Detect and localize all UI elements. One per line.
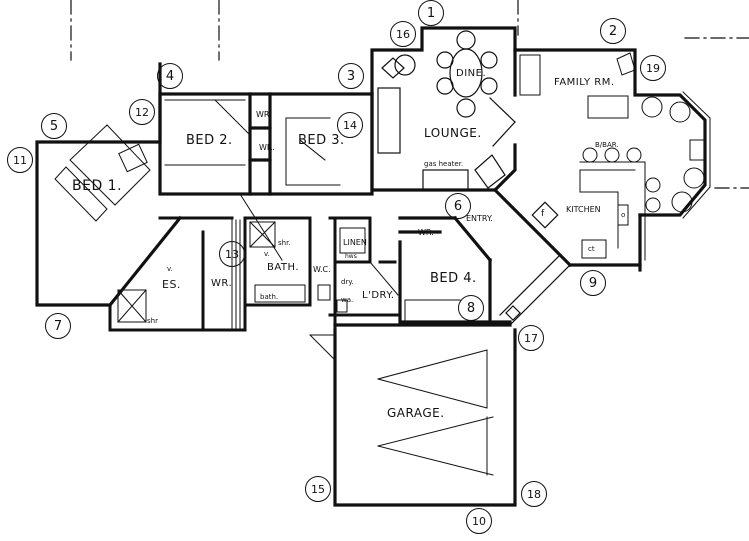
room-label-bath: BATH. (267, 262, 300, 273)
marker-4: 4 (157, 63, 183, 89)
annotation-dryer: dry. (341, 278, 354, 286)
marker-17: 17 (518, 325, 544, 351)
marker-14: 14 (337, 112, 363, 138)
room-label-bed2: BED 2. (186, 133, 233, 148)
marker-15: 15 (305, 476, 331, 502)
room-label-ensuite: ES. (162, 278, 181, 291)
room-label-wr-bed2: WR. (256, 110, 272, 119)
marker-1: 1 (418, 0, 444, 26)
annotation-bath-tub: bath. (260, 293, 279, 301)
room-label-wr-bed3: WR. (259, 143, 275, 152)
marker-2: 2 (600, 18, 626, 44)
marker-13: 13 (219, 241, 245, 267)
room-label-kitchen: KITCHEN (566, 205, 601, 214)
marker-11: 11 (7, 147, 33, 173)
marker-8: 8 (458, 295, 484, 321)
annotation-oven: o (621, 211, 626, 219)
marker-10: 10 (466, 508, 492, 534)
marker-5: 5 (41, 113, 67, 139)
grid-lines (70, 0, 749, 189)
annotation-hws: hws (345, 253, 357, 260)
room-label-bed4: BED 4. (430, 271, 477, 286)
room-label-bed3: BED 3. (298, 133, 345, 148)
annotation-gas-heater: gas heater. (424, 160, 464, 168)
marker-9: 9 (580, 270, 606, 296)
room-label-dine: DINE. (456, 68, 487, 79)
room-label-linen: LINEN (343, 238, 367, 247)
room-label-wc: W.C. (313, 265, 331, 274)
marker-7: 7 (45, 313, 71, 339)
room-label-bed1: BED 1. (72, 178, 123, 194)
room-label-wr-bed1: WR. (211, 278, 233, 289)
room-label-wr-bed4: WR. (418, 228, 434, 237)
marker-19: 19 (640, 55, 666, 81)
annotation-cooktop: ct (588, 245, 595, 253)
annotation-wash: wa. (341, 296, 354, 304)
annotation-v-bath: v. (264, 250, 270, 258)
marker-18: 18 (521, 481, 547, 507)
marker-6: 6 (445, 193, 471, 219)
room-label-garage: GARAGE. (387, 406, 445, 420)
room-label-laundry: L'DRY. (362, 290, 395, 301)
marker-16: 16 (390, 21, 416, 47)
room-label-family: FAMILY RM. (554, 77, 615, 88)
room-label-lounge: LOUNGE. (424, 126, 482, 140)
annotation-shr-bath: shr. (278, 239, 291, 247)
annotation-v-es: v. (167, 265, 173, 273)
annotation-shr-es: shr (147, 317, 158, 325)
marker-3: 3 (338, 63, 364, 89)
annotation-fridge: f (541, 209, 545, 219)
annotation-bbar: B/BAR. (595, 141, 619, 149)
marker-12: 12 (129, 99, 155, 125)
room-label-entry: ENTRY. (466, 214, 493, 223)
